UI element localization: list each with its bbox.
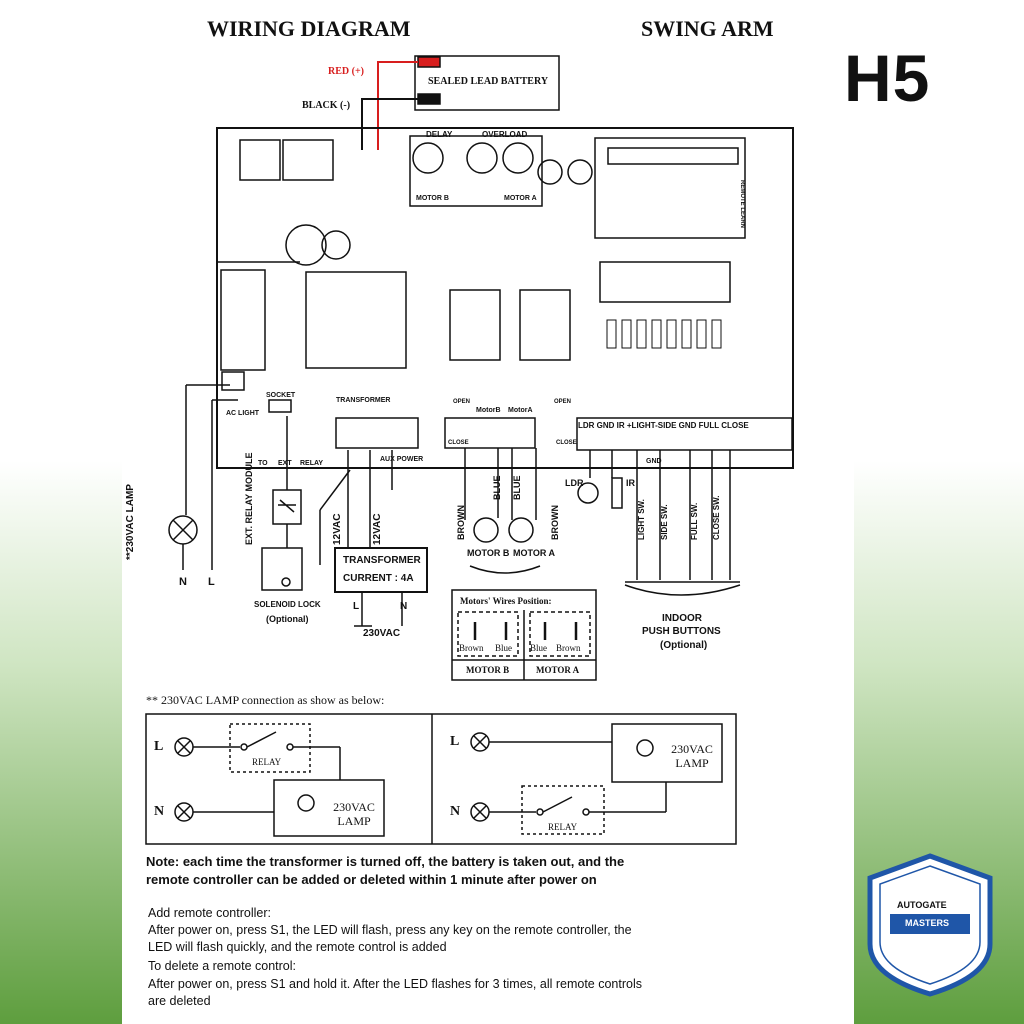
lamp-left-lamp: 230VAC LAMP <box>333 800 375 828</box>
open-label-right: OPEN <box>554 399 572 405</box>
blue-right-label: BLUE <box>512 475 522 501</box>
note-line-1: Note: each time the transformer is turne… <box>146 854 625 869</box>
indoor-label: INDOOR <box>662 613 702 624</box>
close-label-right: CLOSE <box>556 440 577 446</box>
pcb-outline <box>216 127 794 469</box>
delete-remote-line-1: After power on, press S1 and hold it. Af… <box>148 977 642 991</box>
transformer-n-label: N <box>400 601 408 612</box>
model-label: H5 <box>844 41 931 115</box>
ext-label: EXT <box>278 460 292 467</box>
add-remote-title: Add remote controller: <box>148 906 271 920</box>
input-terminals-label: LDR GND IR +LIGHT-SIDE GND FULL CLOSE <box>578 421 749 430</box>
diagram-sheet <box>122 0 854 1024</box>
relay-label: RELAY <box>300 460 324 467</box>
brown-right-label: BROWN <box>550 505 560 540</box>
ldr-label: LDR <box>565 478 584 488</box>
lamp-l-label: L <box>208 576 215 588</box>
close-label-left: CLOSE <box>448 440 469 446</box>
transformer-l-label: L <box>353 601 360 612</box>
light-sw-label: LIGHT SW. <box>637 499 646 540</box>
lamp-right-relay: RELAY <box>548 822 578 832</box>
wiring-motor-b-label: MOTOR B <box>467 548 510 558</box>
aux-power-label: AUX POWER <box>380 456 424 463</box>
mains-230vac-label: 230VAC <box>363 628 401 639</box>
transformer-box-label: TRANSFORMER <box>343 555 421 566</box>
wiring-motor-a-label: MOTOR A <box>513 548 555 558</box>
close-sw-label: CLOSE SW. <box>712 495 721 540</box>
transformer-current-label: CURRENT : 4A <box>343 573 414 584</box>
motorb-terminal-label: MotorB <box>476 407 501 414</box>
lamp-right-n: N <box>450 804 461 819</box>
transformer-box <box>334 547 428 593</box>
motor-a-brown: Brown <box>556 643 581 653</box>
board-motor-b-label: MOTOR B <box>416 195 449 202</box>
delete-remote-line-2: are deleted <box>148 994 211 1008</box>
lamp-right-l: L <box>450 734 460 749</box>
lamp-left-l: L <box>154 739 164 754</box>
push-buttons-optional-label: (Optional) <box>660 640 708 651</box>
vac12-b-label: 12VAC <box>372 513 383 546</box>
note-line-2: remote controller can be added or delete… <box>146 872 597 887</box>
open-label-left: OPEN <box>453 399 471 405</box>
full-sw-label: FULL SW. <box>690 502 699 540</box>
motor-wires-title: Motors' Wires Position: <box>460 596 552 606</box>
solenoid-lock-label: SOLENOID LOCK <box>254 600 321 609</box>
ac-light-label: AC LIGHT <box>226 410 260 417</box>
brown-left-label: BROWN <box>456 505 466 540</box>
side-sw-label: SIDE SW. <box>660 504 669 540</box>
battery-red-terminal <box>417 56 441 68</box>
gnd-label: GND <box>646 458 662 465</box>
lamp-section-heading: ** 230VAC LAMP connection as show as bel… <box>146 693 385 707</box>
lamp-right-lamp: 230VAC LAMP <box>671 742 713 770</box>
ir-label: IR <box>626 478 635 488</box>
battery-box <box>414 55 560 111</box>
motora-terminal-label: MotorA <box>508 407 533 414</box>
motor-b-blue: Blue <box>495 643 512 653</box>
motor-b-footer: MOTOR B <box>466 665 510 675</box>
motor-a-footer: MOTOR A <box>536 665 580 675</box>
vac12-a-label: 12VAC <box>332 513 343 546</box>
brand-shield-logo <box>867 853 993 997</box>
motor-a-blue: Blue <box>530 643 547 653</box>
solenoid-box <box>261 547 303 591</box>
battery-black-label: BLACK (-) <box>302 100 351 111</box>
board-motor-a-label: MOTOR A <box>504 195 537 202</box>
title-wiring-diagram: WIRING DIAGRAM <box>207 16 411 41</box>
remote-learn-label: REMOTE LEARN <box>739 180 745 228</box>
brand-top-text: AUTOGATE <box>897 900 947 910</box>
brand-bottom-text: MASTERS <box>905 918 950 928</box>
battery-black-terminal <box>417 93 441 105</box>
add-remote-line-2: LED will flash quickly, and the remote c… <box>148 940 447 954</box>
lamp-n-label: N <box>179 576 187 588</box>
battery-red-label: RED (+) <box>328 66 364 77</box>
solenoid-optional-label: (Optional) <box>266 614 309 624</box>
motor-b-brown: Brown <box>459 643 484 653</box>
push-buttons-label: PUSH BUTTONS <box>642 626 721 637</box>
lamp-section-box <box>145 713 737 845</box>
transformer-terminal-label: TRANSFORMER <box>336 397 391 404</box>
delete-remote-title: To delete a remote control: <box>148 959 296 973</box>
blue-left-label: BLUE <box>492 475 502 501</box>
title-swing-arm: SWING ARM <box>641 16 774 41</box>
add-remote-line-1: After power on, press S1, the LED will f… <box>148 923 632 937</box>
lamp-left-relay: RELAY <box>252 757 282 767</box>
overload-label: OVERLOAD <box>482 130 528 139</box>
battery-label: SEALED LEAD BATTERY <box>428 76 549 87</box>
lamp-230vac-label: **230VAC LAMP <box>125 484 136 560</box>
socket-label: SOCKET <box>266 392 296 399</box>
ext-relay-label: EXT. RELAY MODULE <box>244 452 254 545</box>
to-label: TO <box>258 460 268 467</box>
lamp-left-n: N <box>154 804 165 819</box>
delay-label: DELAY <box>426 130 453 139</box>
